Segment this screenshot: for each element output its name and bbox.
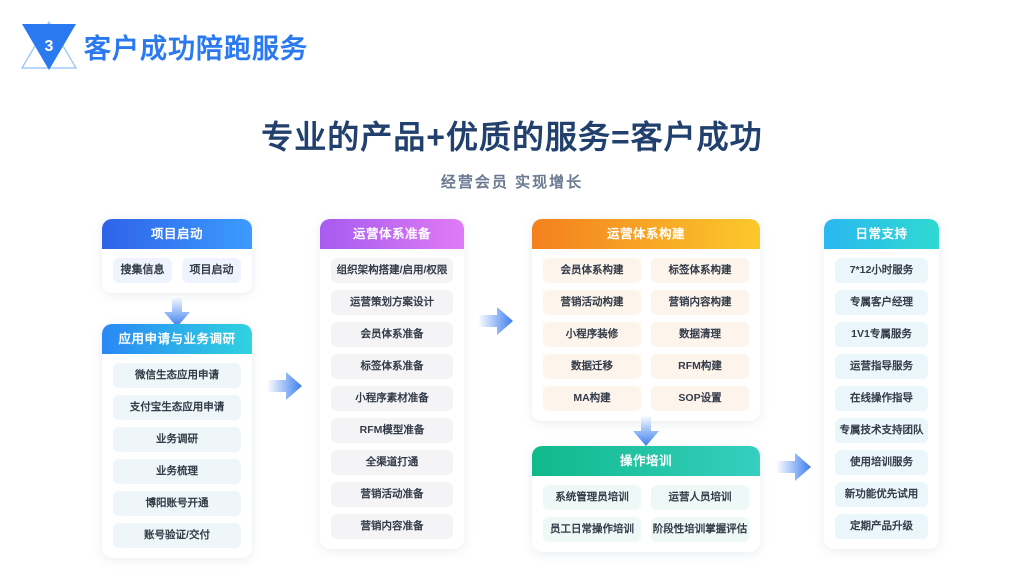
- list-item[interactable]: 小程序素材准备: [331, 386, 453, 411]
- list-item[interactable]: 搜集信息: [113, 258, 172, 283]
- card-application-research: 应用申请与业务调研 微信生态应用申请 支付宝生态应用申请 业务调研 业务梳理 博…: [102, 324, 252, 558]
- card-project-start: 项目启动 搜集信息 项目启动: [102, 219, 252, 293]
- card-ops-prep-title: 运营体系准备: [320, 219, 464, 249]
- list-item[interactable]: 数据清理: [651, 322, 749, 347]
- card-training: 操作培训 系统管理员培训 运营人员培训 员工日常操作培训 阶段性培训掌握评估: [532, 446, 760, 552]
- list-item[interactable]: RFM模型准备: [331, 418, 453, 443]
- list-item[interactable]: 业务调研: [113, 427, 241, 452]
- card-daily-support-title: 日常支持: [824, 219, 939, 249]
- list-item[interactable]: 运营人员培训: [651, 485, 749, 510]
- list-item[interactable]: 员工日常操作培训: [543, 517, 641, 542]
- list-item[interactable]: 支付宝生态应用申请: [113, 395, 241, 420]
- arrow-down-start-to-research: [162, 296, 192, 333]
- list-item[interactable]: 运营策划方案设计: [331, 290, 453, 315]
- list-item[interactable]: 组织架构搭建/启用/权限: [331, 258, 453, 283]
- card-application-research-title: 应用申请与业务调研: [102, 324, 252, 354]
- list-item[interactable]: 会员体系准备: [331, 322, 453, 347]
- section-number-badge: 3: [16, 18, 82, 74]
- card-ops-build-body: 会员体系构建 标签体系构建 营销活动构建 营销内容构建 小程序装修 数据清理 数…: [532, 249, 760, 411]
- list-item[interactable]: 阶段性培训掌握评估: [651, 517, 749, 542]
- list-item[interactable]: 在线操作指导: [835, 386, 928, 411]
- card-ops-prep-body: 组织架构搭建/启用/权限 运营策划方案设计 会员体系准备 标签体系准备 小程序素…: [320, 249, 464, 539]
- list-item[interactable]: 全渠道打通: [331, 450, 453, 475]
- card-daily-support-body: 7*12小时服务 专属客户经理 1V1专属服务 运营指导服务 在线操作指导 专属…: [824, 249, 939, 539]
- card-training-body: 系统管理员培训 运营人员培训 员工日常操作培训 阶段性培训掌握评估: [532, 476, 760, 542]
- list-item[interactable]: 专属客户经理: [835, 290, 928, 315]
- list-item[interactable]: 7*12小时服务: [835, 258, 928, 283]
- card-ops-prep: 运营体系准备 组织架构搭建/启用/权限 运营策划方案设计 会员体系准备 标签体系…: [320, 219, 464, 549]
- list-item[interactable]: 营销内容准备: [331, 514, 453, 539]
- card-training-title: 操作培训: [532, 446, 760, 476]
- list-item[interactable]: RFM构建: [651, 354, 749, 379]
- list-item[interactable]: 账号验证/交付: [113, 523, 241, 548]
- card-ops-build: 运营体系构建 会员体系构建 标签体系构建 营销活动构建 营销内容构建 小程序装修…: [532, 219, 760, 421]
- list-item[interactable]: 微信生态应用申请: [113, 363, 241, 388]
- arrow-down-build-to-training: [631, 415, 661, 452]
- star-badge-icon: [20, 20, 78, 70]
- list-item[interactable]: 标签体系准备: [331, 354, 453, 379]
- list-item[interactable]: 标签体系构建: [651, 258, 749, 283]
- list-item[interactable]: 博阳账号开通: [113, 491, 241, 516]
- list-item[interactable]: SOP设置: [651, 386, 749, 411]
- list-item[interactable]: MA构建: [543, 386, 641, 411]
- list-item[interactable]: 1V1专属服务: [835, 322, 928, 347]
- list-item[interactable]: 营销活动准备: [331, 482, 453, 507]
- slide-header: 3 客户成功陪跑服务: [16, 18, 308, 74]
- list-item[interactable]: 营销内容构建: [651, 290, 749, 315]
- card-ops-build-title: 运营体系构建: [532, 219, 760, 249]
- list-item[interactable]: 会员体系构建: [543, 258, 641, 283]
- card-application-research-body: 微信生态应用申请 支付宝生态应用申请 业务调研 业务梳理 博阳账号开通 账号验证…: [102, 354, 252, 548]
- arrow-right-prep-to-build: [478, 306, 514, 341]
- arrow-right-training-to-support: [776, 452, 812, 487]
- list-item[interactable]: 小程序装修: [543, 322, 641, 347]
- main-title: 专业的产品+优质的服务=客户成功: [261, 119, 763, 155]
- card-daily-support: 日常支持 7*12小时服务 专属客户经理 1V1专属服务 运营指导服务 在线操作…: [824, 219, 939, 549]
- card-project-start-body: 搜集信息 项目启动: [102, 249, 252, 283]
- list-item[interactable]: 运营指导服务: [835, 354, 928, 379]
- sub-title: 经营会员 实现增长: [440, 174, 584, 191]
- list-item[interactable]: 业务梳理: [113, 459, 241, 484]
- arrow-right-research-to-prep: [267, 371, 303, 406]
- list-item[interactable]: 定期产品升级: [835, 514, 928, 539]
- list-item[interactable]: 新功能优先试用: [835, 482, 928, 507]
- card-project-start-title: 项目启动: [102, 219, 252, 249]
- list-item[interactable]: 系统管理员培训: [543, 485, 641, 510]
- list-item[interactable]: 数据迁移: [543, 354, 641, 379]
- list-item[interactable]: 专属技术支持团队: [835, 418, 928, 443]
- list-item[interactable]: 使用培训服务: [835, 450, 928, 475]
- section-number: 3: [44, 38, 54, 55]
- list-item[interactable]: 项目启动: [182, 258, 241, 283]
- list-item[interactable]: 营销活动构建: [543, 290, 641, 315]
- page-title: 客户成功陪跑服务: [84, 33, 308, 64]
